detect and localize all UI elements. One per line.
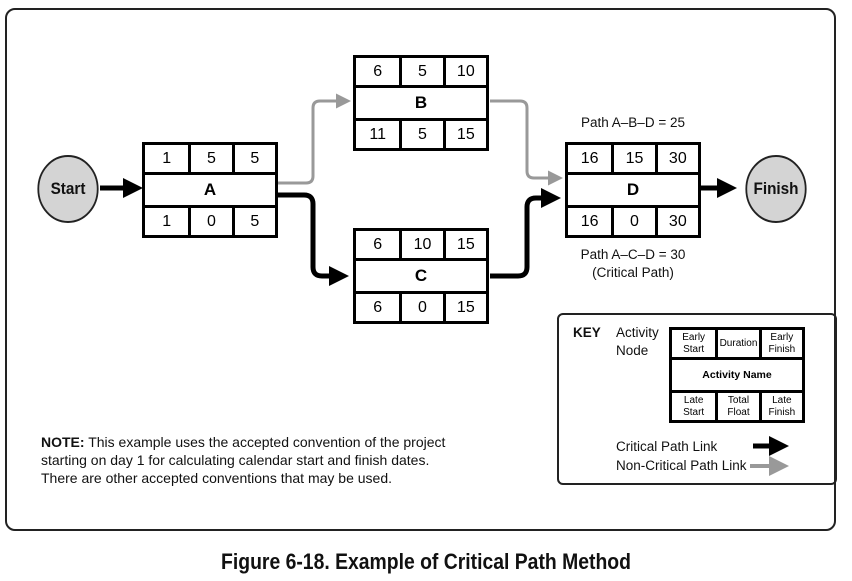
critical-path-note: (Critical Path) <box>592 265 674 280</box>
activity-name: A <box>203 180 217 199</box>
key-early-start: Early Start <box>682 331 706 355</box>
note-line-3: There are other accepted conventions tha… <box>41 470 392 486</box>
duration: 5 <box>188 145 231 172</box>
duration: 15 <box>611 145 654 172</box>
finish-node: Finish <box>745 155 807 223</box>
early-start: 6 <box>373 62 383 80</box>
note-label: NOTE: <box>41 434 85 450</box>
path-acd-label: Path A–C–D = 30 <box>580 247 686 262</box>
late-start: 1 <box>162 212 172 230</box>
early-finish: 30 <box>654 145 698 172</box>
activity-name: C <box>414 266 428 285</box>
figure-frame <box>5 8 836 531</box>
duration: 10 <box>399 231 442 258</box>
link-c-d <box>490 188 561 279</box>
late-start: 11 <box>369 125 386 143</box>
figure-caption: Figure 6-18. Example of Critical Path Me… <box>221 549 631 574</box>
key-noncritical-link-label: Non-Critical Path Link <box>616 458 747 473</box>
note-line-2: starting on day 1 for calculating calend… <box>41 452 430 468</box>
early-start: 16 <box>580 149 599 167</box>
key-activity-name: Activity Name <box>702 369 772 381</box>
link-a-c <box>278 192 349 286</box>
key-activity-label-1: Activity <box>616 325 659 340</box>
key-duration: Duration <box>715 330 758 357</box>
path-abd-label: Path A–B–D = 25 <box>581 115 685 130</box>
duration: 5 <box>399 58 442 85</box>
key-total-float: Total Float <box>715 393 758 420</box>
key-early-finish: Early Finish <box>758 330 802 357</box>
note-line-1: This example uses the accepted conventio… <box>84 434 446 450</box>
note-text: NOTE: This example uses the accepted con… <box>41 433 445 487</box>
early-finish: 10 <box>442 58 486 85</box>
late-finish: 5 <box>231 208 275 235</box>
key-late-finish: Late Finish <box>758 393 802 420</box>
early-finish: 5 <box>231 145 275 172</box>
total-float: 0 <box>188 208 231 235</box>
early-start: 6 <box>373 235 383 253</box>
early-start: 1 <box>162 149 172 167</box>
key-activity-label-2: Node <box>616 343 649 358</box>
activity-name: D <box>626 180 640 199</box>
key-critical-link-label: Critical Path Link <box>616 439 718 454</box>
total-float: 0 <box>611 208 654 235</box>
early-finish: 15 <box>442 231 486 258</box>
key-title: KEY <box>573 325 601 340</box>
late-finish: 30 <box>654 208 698 235</box>
key-late-start: Late Start <box>683 394 705 418</box>
late-finish: 15 <box>442 294 486 321</box>
activity-name: B <box>414 93 428 112</box>
late-start: 16 <box>580 212 599 230</box>
total-float: 5 <box>399 121 442 148</box>
late-start: 6 <box>373 298 383 316</box>
start-node: Start <box>37 155 99 223</box>
link-a-b <box>278 93 351 185</box>
total-float: 0 <box>399 294 442 321</box>
link-b-d <box>490 99 563 186</box>
late-finish: 15 <box>442 121 486 148</box>
